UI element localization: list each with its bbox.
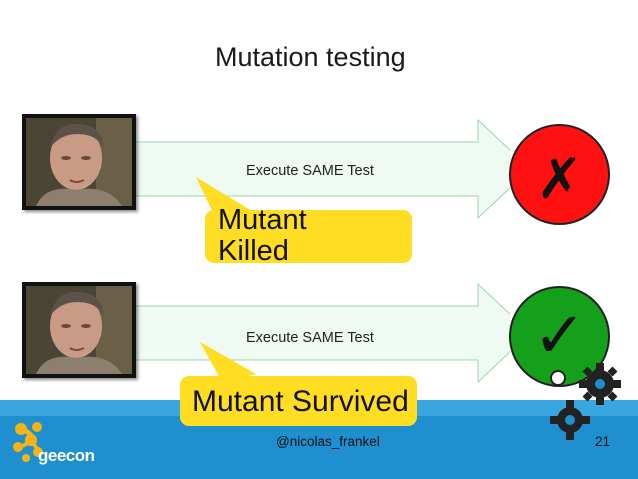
- callout-mutant-survived: Mutant Survived: [180, 376, 417, 426]
- check-mark-icon: ✓: [532, 299, 587, 371]
- arrow-label-killed: Execute SAME Test: [246, 163, 374, 179]
- callout-mutant-killed-text: Mutant Killed: [218, 204, 307, 267]
- cross-mark-icon: ✗: [536, 147, 583, 210]
- callout-mutant-killed: Mutant Killed: [205, 205, 412, 267]
- page-number: 21: [595, 434, 611, 449]
- arrow-label-survived: Execute SAME Test: [246, 330, 374, 346]
- callout-tail-survived: [200, 342, 256, 382]
- result-circle-killed: ✗: [509, 124, 610, 225]
- author-handle: @nicolas_frankel: [276, 434, 380, 449]
- slide-title: Mutation testing: [215, 42, 406, 72]
- geecon-logo-icon: [13, 422, 43, 462]
- gears-icon: [550, 363, 621, 440]
- actor-photo-killed: [22, 114, 136, 210]
- actor-photo-survived: [22, 282, 136, 378]
- geecon-logo-text: geecon: [38, 446, 95, 465]
- callout-mutant-survived-text: Mutant Survived: [192, 385, 409, 418]
